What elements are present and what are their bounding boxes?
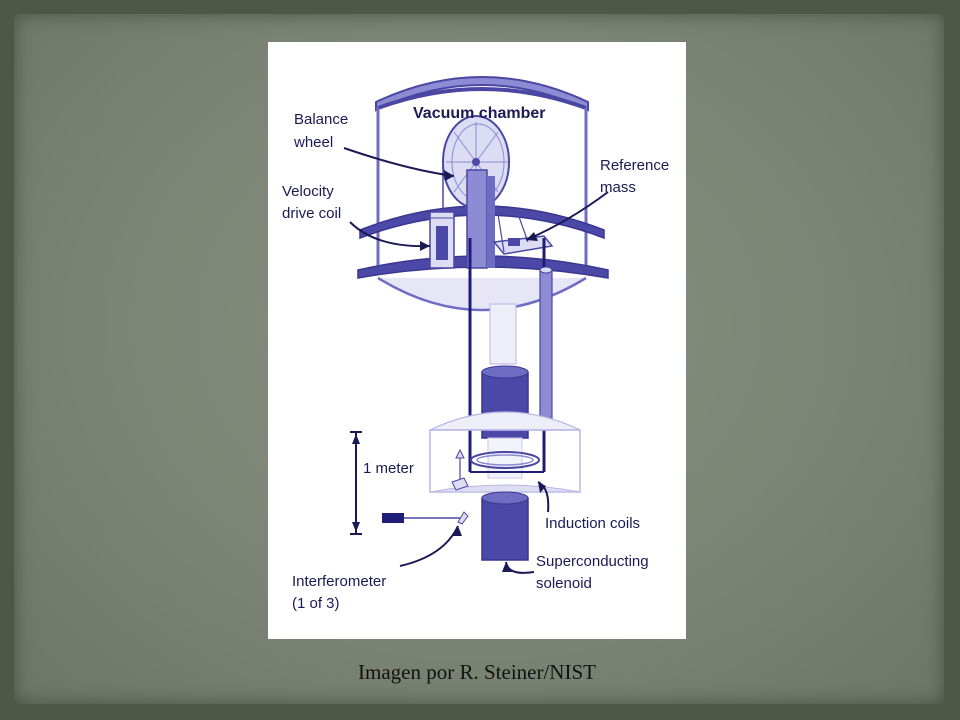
support-column bbox=[489, 303, 517, 365]
leader-arrow bbox=[526, 232, 538, 241]
reference-mass bbox=[508, 238, 520, 246]
interferometer-label: Interferometer bbox=[292, 573, 386, 590]
cryostat-lid bbox=[429, 411, 581, 431]
beam-splitter bbox=[457, 511, 469, 525]
velocity-coil bbox=[436, 226, 448, 260]
vacuum-chamber-label: Vacuum chamber bbox=[413, 105, 546, 122]
one-meter-label: 1 meter bbox=[363, 460, 414, 477]
leader-arrow bbox=[502, 562, 512, 572]
leader-arrow bbox=[452, 526, 462, 536]
leader-arrow bbox=[444, 170, 454, 181]
solenoid-label: solenoid bbox=[536, 575, 592, 592]
solenoid-label: Superconducting bbox=[536, 553, 649, 570]
interferometer-label: (1 of 3) bbox=[292, 595, 340, 612]
leader-arrow bbox=[538, 482, 546, 493]
upper-magnet-top bbox=[481, 365, 529, 379]
balance-wheel-label: Balance bbox=[294, 111, 348, 128]
watt-balance-diagram: Vacuum chamber Balance wheel Velocity dr… bbox=[282, 76, 669, 612]
dome-cap bbox=[375, 76, 589, 112]
induction-coil-ring bbox=[470, 451, 540, 469]
solenoid-top bbox=[481, 491, 529, 505]
leader-arrow bbox=[420, 241, 430, 251]
central-pillar-side bbox=[487, 176, 495, 268]
leader-interferometer bbox=[399, 525, 459, 567]
induction-coil-inner bbox=[476, 454, 534, 466]
dimension-arrow-top bbox=[352, 434, 360, 444]
wheel-hub bbox=[472, 158, 480, 166]
target-arrow bbox=[455, 448, 465, 459]
laser-source bbox=[382, 513, 404, 523]
superconducting-solenoid bbox=[481, 497, 529, 561]
leader-balance-wheel bbox=[343, 147, 455, 177]
watt-balance-figure: Vacuum chamber Balance wheel Velocity dr… bbox=[268, 42, 686, 639]
pan-hanger bbox=[517, 213, 529, 243]
reference-mass-label: mass bbox=[600, 179, 636, 196]
balance-wheel-label: wheel bbox=[293, 134, 333, 151]
leader-velocity-coil bbox=[349, 221, 431, 248]
image-credit-caption: Imagen por R. Steiner/NIST bbox=[358, 660, 596, 684]
chamber-base bbox=[377, 276, 587, 312]
velocity-coil-label: drive coil bbox=[282, 205, 341, 222]
target-prism bbox=[451, 477, 469, 491]
tube-opening bbox=[539, 266, 553, 274]
velocity-coil-label: Velocity bbox=[282, 183, 334, 200]
dome-rim bbox=[377, 87, 587, 110]
reference-mass-label: Reference bbox=[600, 157, 669, 174]
cryostat-floor bbox=[429, 484, 581, 493]
pan-hanger bbox=[497, 213, 505, 253]
dimension-arrow-bottom bbox=[352, 522, 360, 532]
upper-ring bbox=[359, 205, 605, 240]
induction-coils-label: Induction coils bbox=[545, 515, 640, 532]
cryostat-tube bbox=[539, 267, 553, 431]
